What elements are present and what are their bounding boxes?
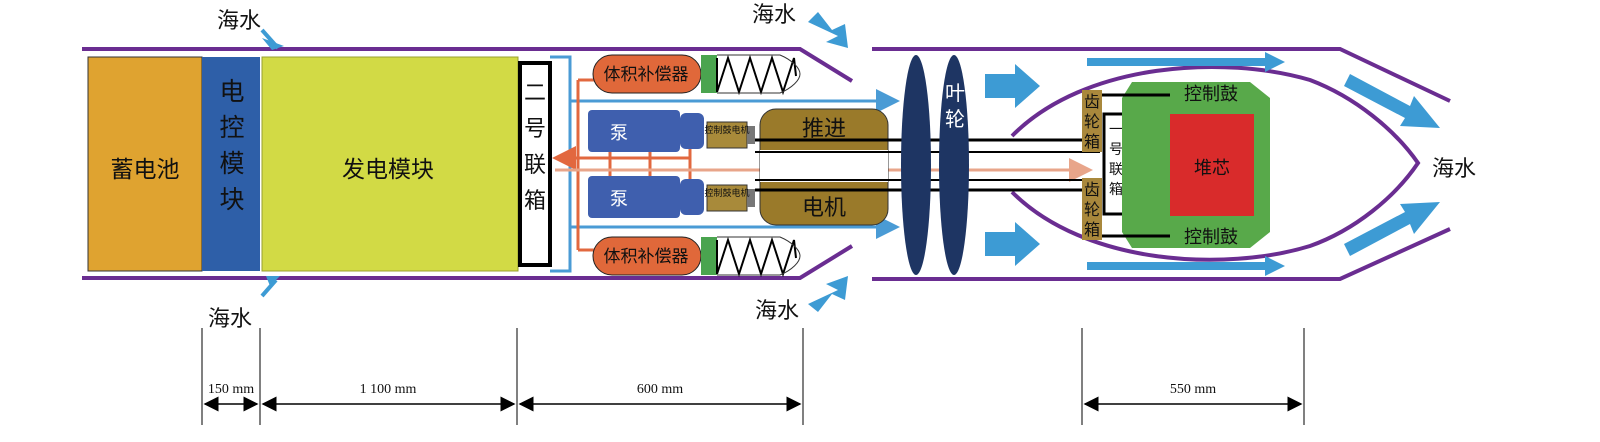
hull-outline (82, 47, 1451, 281)
arrow-icon (1087, 256, 1285, 276)
junction-box-1-label: 一号联箱 (1109, 122, 1123, 198)
gearbox-top-label: 齿轮箱 (1084, 92, 1100, 151)
seawater-label-bottom-left: 海水 (208, 307, 252, 332)
gearbox-top (1082, 90, 1102, 152)
pump-bottom-label: 泵 (610, 189, 628, 210)
arrow-icon (1344, 202, 1440, 256)
svg-text:控制鼓电机: 控制鼓电机 (704, 124, 749, 136)
junction-box-2-label: 二号联箱 (524, 81, 546, 214)
dimension-label-3: 600 mm (637, 382, 683, 397)
impeller-blade-1 (901, 55, 931, 275)
drum-motor-bottom: 控制鼓电机 (704, 184, 755, 212)
arrow-icon (1344, 74, 1440, 128)
dimension-guides (201, 328, 1305, 425)
spring-top-icon (716, 54, 797, 96)
seawater-flow-arrows (260, 12, 1440, 312)
reactor-core-label: 堆芯 (1194, 158, 1230, 179)
junction-box-2 (518, 61, 552, 267)
spring-housing-top (717, 54, 801, 94)
control-drum-bottom-label: 控制鼓 (1184, 227, 1238, 248)
spring-housing-bottom (717, 236, 801, 276)
pump-bottom: 泵 (588, 176, 704, 218)
seawater-label-right: 海水 (1432, 157, 1476, 182)
propulsion-motor-label-2: 电机 (802, 196, 846, 221)
battery-label: 蓄电池 (111, 157, 180, 183)
arrow-icon (985, 64, 1040, 108)
dimension-label-4: 550 mm (1170, 382, 1216, 397)
arrow-icon (808, 276, 848, 312)
reactor-core (1170, 114, 1254, 216)
gearbox-bottom-label: 齿轮箱 (1084, 180, 1100, 239)
arrow-icon (808, 12, 848, 48)
drum-motor-top: 控制鼓电机 (704, 121, 755, 149)
arrow-icon (985, 222, 1040, 266)
spring-plate-bottom (701, 237, 717, 275)
pump-top: 泵 (588, 110, 704, 152)
battery-block (87, 56, 203, 272)
impeller-label: 叶轮 (945, 81, 965, 131)
reactor-nose (1010, 64, 1421, 262)
svg-text:控制鼓电机: 控制鼓电机 (704, 187, 749, 199)
spring-bottom-icon (716, 236, 797, 278)
arrow-icon (266, 276, 280, 286)
seawater-label-top-mid: 海水 (752, 3, 796, 28)
arrow-icon (1087, 52, 1285, 72)
seawater-label-bottom-mid: 海水 (755, 299, 799, 324)
propulsion-motor-gap (760, 150, 888, 182)
volume-compensator-top-label: 体积补偿器 (604, 65, 689, 85)
propulsion-motor-label-1: 推进 (802, 117, 846, 142)
dimension-label-1: 150 mm (208, 382, 254, 397)
power-module-label: 发电模块 (342, 157, 434, 183)
control-module-label: 电控模块 (219, 77, 244, 214)
power-module-block (261, 56, 519, 272)
control-module-block (202, 57, 260, 271)
spring-plate-top (701, 55, 717, 93)
coolant-pipes-orange (552, 78, 692, 252)
dimension-label-2: 1 100 mm (360, 382, 417, 397)
volume-compensator-bottom-label: 体积补偿器 (604, 247, 689, 267)
impeller-blade-2 (939, 55, 969, 275)
gearbox-bottom (1082, 178, 1102, 240)
control-drum-top-label: 控制鼓 (1184, 84, 1238, 105)
seawater-label-top-left: 海水 (217, 9, 261, 34)
pump-top-label: 泵 (610, 123, 628, 144)
